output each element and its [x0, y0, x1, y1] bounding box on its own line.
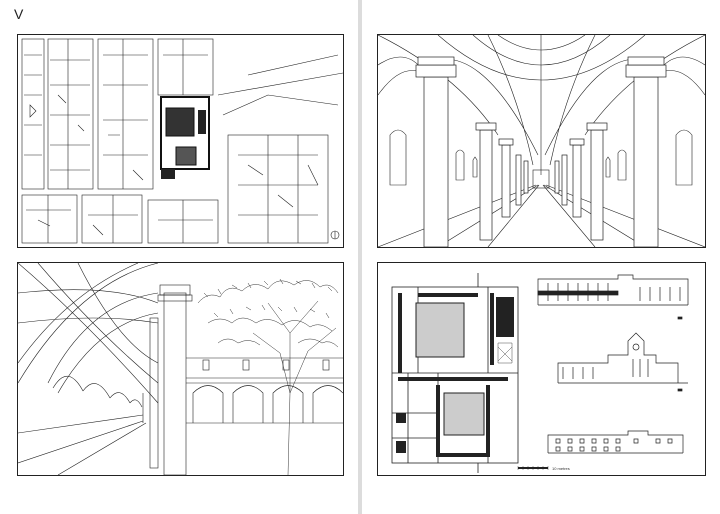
page-gutter	[358, 0, 362, 514]
section-facade	[557, 332, 688, 392]
cloister-drawing	[18, 263, 343, 475]
page-label: V	[14, 6, 24, 22]
section-long	[537, 274, 689, 320]
floor-plan	[391, 273, 519, 473]
nave-columns	[415, 56, 667, 247]
plans-sections-panel: 10 metres	[377, 262, 706, 476]
plans-sections-drawing: 10 metres	[391, 273, 689, 473]
nave-perspective-panel	[377, 34, 706, 248]
north-arrow-icon	[330, 230, 340, 240]
tree-illustration	[197, 278, 339, 475]
left-page: V	[0, 0, 358, 514]
site-plan-panel	[17, 34, 344, 248]
scale-bar: 10 metres	[517, 466, 570, 471]
site-plan-drawing	[21, 38, 343, 244]
nave-drawing	[378, 35, 705, 247]
convent-site	[160, 96, 210, 179]
scale-label: 10 metres	[552, 466, 570, 471]
section-elevation	[547, 430, 684, 454]
right-page: 10 metres	[362, 0, 720, 514]
cloister-perspective-panel	[17, 262, 344, 476]
